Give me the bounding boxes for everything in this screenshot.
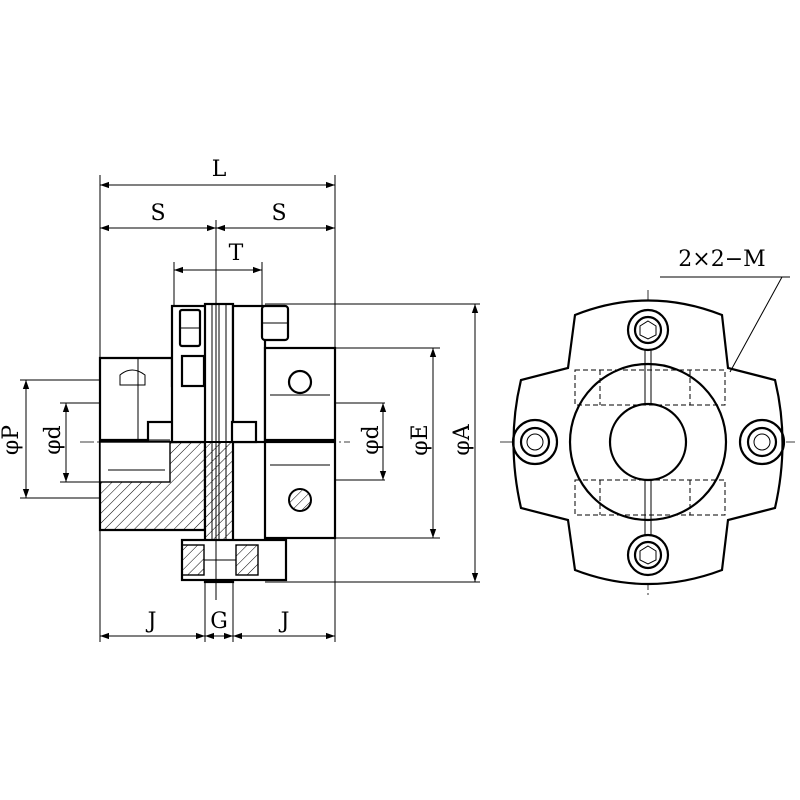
dim-phiP-label: φP <box>0 425 24 455</box>
bolt-bottom <box>626 533 670 577</box>
dim-G-label: G <box>210 609 228 634</box>
dim-phiE-label: φE <box>408 424 433 455</box>
side-view: L S S T J G J φP φd φd φE φA <box>0 157 480 642</box>
dim-phid-left-label: φd <box>41 425 66 455</box>
dim-T-label: T <box>229 241 244 266</box>
dim-phid-right-label: φd <box>359 425 384 455</box>
bolt-top <box>626 308 670 352</box>
dim-L-label: L <box>212 157 227 182</box>
dim-phiA-label: φA <box>450 423 475 455</box>
dim-J-right-label: J <box>279 609 290 634</box>
dim-J-left-label: J <box>146 609 157 634</box>
bolt-left <box>511 418 559 466</box>
bolt-right <box>738 418 786 466</box>
front-view: 2×2−M <box>500 247 795 598</box>
dim-S-left-label: S <box>150 201 165 226</box>
callout-M-label: 2×2−M <box>678 247 765 272</box>
dim-S-right-label: S <box>271 201 286 226</box>
